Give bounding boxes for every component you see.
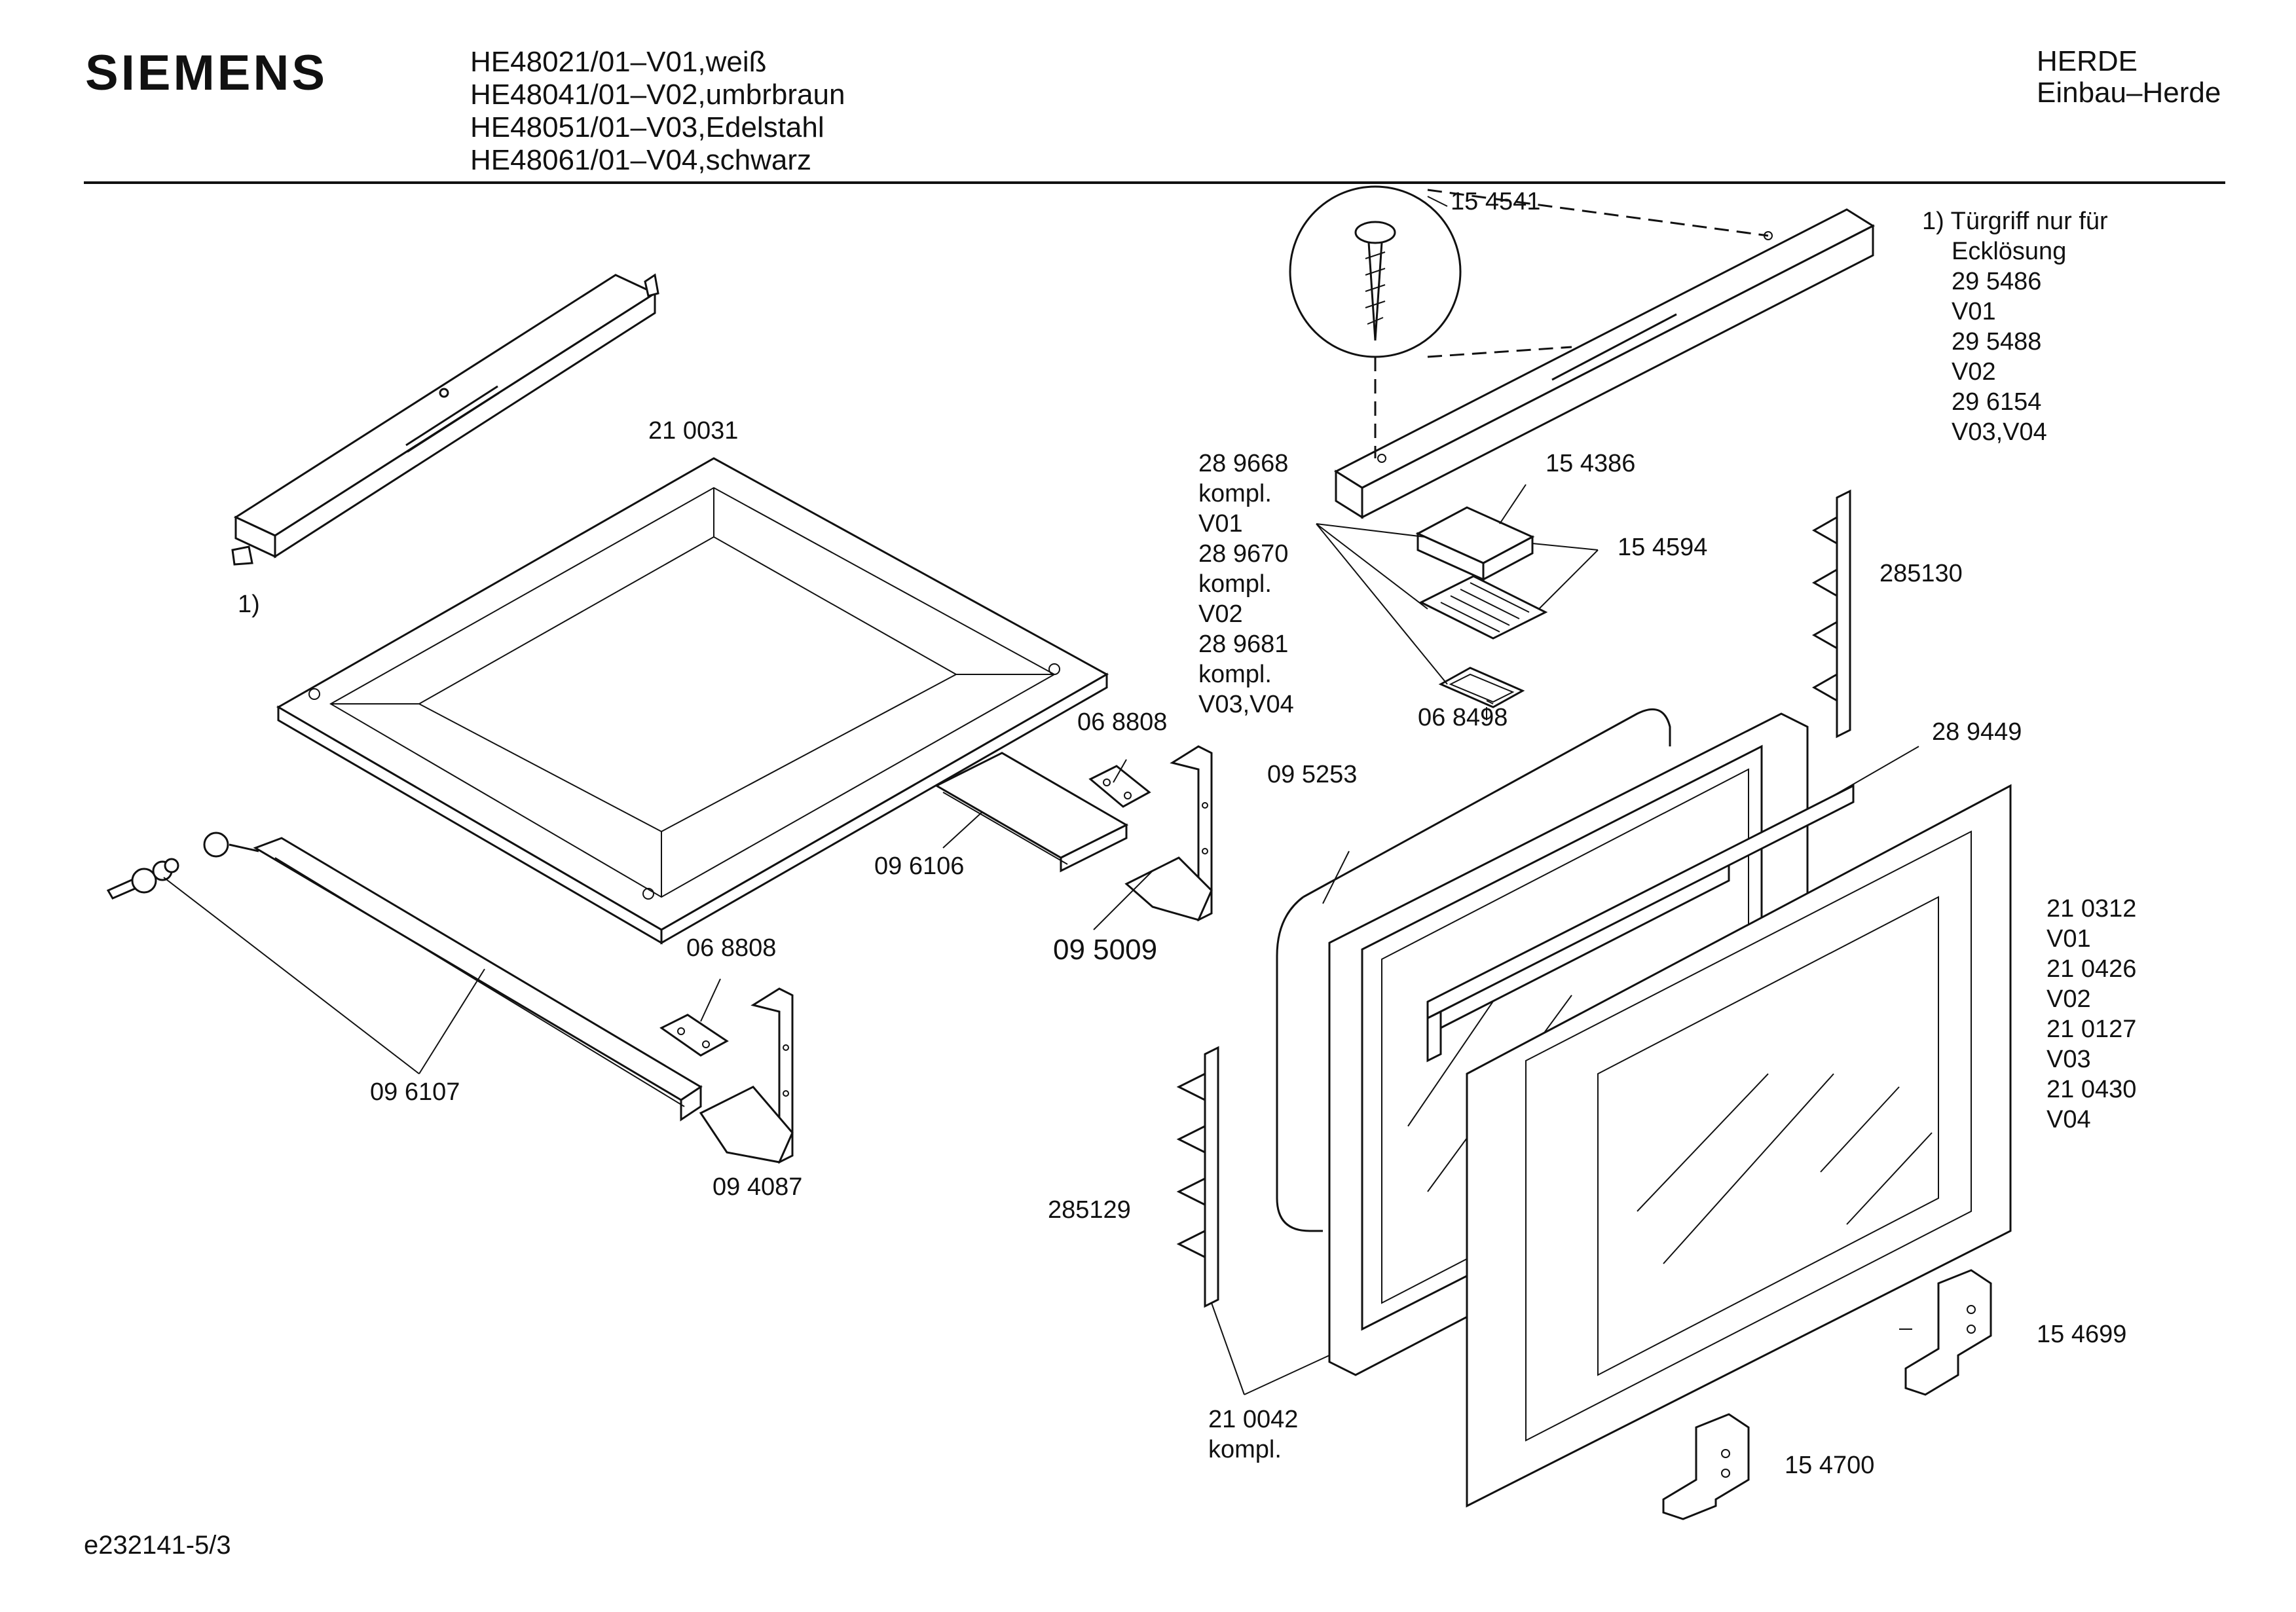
kompl-label-block: 28 9668 kompl. V01 28 9670 kompl. V02 28… <box>1198 450 1294 718</box>
label-v01: V01 <box>2046 925 2091 953</box>
label-096107: 09 6107 <box>370 1078 460 1106</box>
footnote-line: V03,V04 <box>1952 418 2047 446</box>
kompl-leader-lines <box>1316 484 1599 720</box>
label-154386: 15 4386 <box>1546 450 1635 477</box>
label-154700: 15 4700 <box>1785 1452 1874 1479</box>
inner-door-panel-part <box>276 457 1109 945</box>
bracket-095009-part <box>1124 745 1213 922</box>
outer-glass-panel-part <box>1466 784 2012 1508</box>
label-kompl: kompl. <box>1198 480 1272 507</box>
footnote-line: 29 5486 <box>1952 268 2041 295</box>
model-list: HE48021/01–V01,weiß HE48041/01–V02,umbrb… <box>470 46 845 177</box>
glass-label-block: 21 0312 V01 21 0426 V02 21 0127 V03 21 0… <box>2046 895 2136 1133</box>
label-v03-v04: V03,V04 <box>1198 691 1294 718</box>
hinge-rack-285129-part <box>1176 1046 1219 1308</box>
header-divider <box>84 181 2225 184</box>
label-210426: 21 0426 <box>2046 955 2136 983</box>
hinge-cover-154386-part <box>1415 506 1535 581</box>
label-v02: V02 <box>2046 985 2091 1013</box>
label-068498: 06 8498 <box>1418 704 1508 731</box>
screw-assembly-part <box>106 858 179 900</box>
screw-leader-lines <box>1374 189 1769 458</box>
footnote-line: 29 5488 <box>1952 328 2041 356</box>
seal-068498-part <box>1438 667 1525 708</box>
bracket-094087-part <box>699 987 794 1164</box>
hinge-clip-154699-part <box>1904 1269 1992 1396</box>
hinge-insert-154594-part <box>1418 575 1548 640</box>
footnote-line: Ecklösung <box>1952 238 2066 265</box>
footnote-line: 1) Türgriff nur für <box>1922 208 2108 235</box>
model-line: HE48061/01–V04,schwarz <box>470 144 811 176</box>
label-210031: 21 0031 <box>648 417 738 445</box>
footnote-line: V02 <box>1952 358 1996 386</box>
label-289668: 28 9668 <box>1198 450 1288 477</box>
label-210127: 21 0127 <box>2046 1016 2136 1043</box>
model-line: HE48041/01–V02,umbrbraun <box>470 79 845 111</box>
label-v02: V02 <box>1198 600 1243 628</box>
label-note1: 1) <box>238 591 260 618</box>
drawing-code: e232141-5/3 <box>84 1531 231 1560</box>
label-094087: 09 4087 <box>713 1173 802 1201</box>
label-210312: 21 0312 <box>2046 895 2136 923</box>
label-154541: 15 4541 <box>1451 188 1540 215</box>
rail-096106-part <box>934 752 1129 873</box>
door-handle-left-part <box>231 273 659 566</box>
clip-068808-upper-part <box>1088 765 1151 808</box>
label-kompl: kompl. <box>1198 570 1272 598</box>
brand-logo: SIEMENS <box>85 45 328 101</box>
label-068808-upper: 06 8808 <box>1077 708 1167 736</box>
label-210042-kompl: kompl. <box>1208 1436 1282 1463</box>
label-095253: 09 5253 <box>1267 761 1357 788</box>
screw-detail-magnifier <box>1289 185 1462 358</box>
category-block: HERDE Einbau–Herde <box>2037 46 2233 109</box>
hinge-rack-285130-part <box>1811 489 1851 739</box>
door-gasket-095253-part <box>1276 708 1671 1232</box>
category-title: HERDE <box>2037 45 2138 77</box>
label-285129: 285129 <box>1048 1196 1131 1224</box>
label-154699: 15 4699 <box>2037 1321 2126 1348</box>
footnote-line: V01 <box>1952 298 1996 325</box>
model-line: HE48051/01–V03,Edelstahl <box>470 111 824 143</box>
label-210430: 21 0430 <box>2046 1076 2136 1103</box>
footnote-block: 1) Türgriff nur für Ecklösung 29 5486 V0… <box>1922 208 2108 446</box>
door-glass-support-289449-part <box>1426 784 1855 1063</box>
label-210042: 21 0042 <box>1208 1406 1298 1433</box>
label-095009: 09 5009 <box>1053 934 1157 966</box>
label-289449: 28 9449 <box>1932 718 2022 746</box>
label-068808-lower: 06 8808 <box>686 934 776 962</box>
rail-096107-part <box>203 832 703 1122</box>
label-v01: V01 <box>1198 510 1243 538</box>
hinge-clip-154700-part <box>1662 1413 1750 1520</box>
clip-068808-lower-part <box>659 1014 729 1057</box>
model-line: HE48021/01–V01,weiß <box>470 46 767 78</box>
footnote-line: 29 6154 <box>1952 388 2041 416</box>
label-v04: V04 <box>2046 1106 2091 1133</box>
label-leader-lines <box>163 196 1919 1395</box>
label-096106: 09 6106 <box>874 852 964 880</box>
label-289670: 28 9670 <box>1198 540 1288 568</box>
label-v03: V03 <box>2046 1046 2091 1073</box>
label-289681: 28 9681 <box>1198 631 1288 658</box>
label-kompl: kompl. <box>1198 661 1272 688</box>
category-subtitle: Einbau–Herde <box>2037 77 2221 109</box>
label-285130: 285130 <box>1879 560 1963 587</box>
label-154594: 15 4594 <box>1618 534 1707 561</box>
door-handle-right-part <box>1333 208 1876 519</box>
